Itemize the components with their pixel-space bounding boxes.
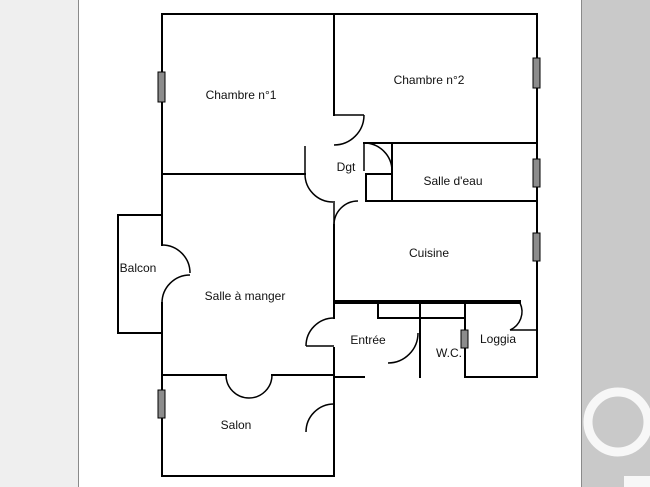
window-salon xyxy=(157,389,166,419)
room-labels: Chambre n°1 Chambre n°2 Dgt Salle d'eau … xyxy=(120,73,517,432)
label-loggia: Loggia xyxy=(480,332,516,346)
left-margin-band xyxy=(0,0,79,487)
door-swings xyxy=(161,114,537,433)
label-cuisine: Cuisine xyxy=(409,246,449,260)
label-chambre2: Chambre n°2 xyxy=(394,73,465,87)
label-salle-eau: Salle d'eau xyxy=(423,174,482,188)
label-wc: W.C. xyxy=(436,346,462,360)
window-salle-eau xyxy=(532,158,541,188)
window-chambre1 xyxy=(157,71,166,103)
label-dgt: Dgt xyxy=(337,160,356,174)
label-salon: Salon xyxy=(221,418,252,432)
walls xyxy=(117,13,538,477)
window-wc xyxy=(460,329,469,349)
label-entree: Entrée xyxy=(350,333,386,347)
window-cuisine xyxy=(532,232,541,262)
label-salle-manger: Salle à manger xyxy=(205,289,286,303)
label-balcon: Balcon xyxy=(120,261,157,275)
label-chambre1: Chambre n°1 xyxy=(206,88,277,102)
watermark-logo xyxy=(580,380,650,487)
window-chambre2 xyxy=(532,57,541,89)
windows xyxy=(157,57,541,419)
